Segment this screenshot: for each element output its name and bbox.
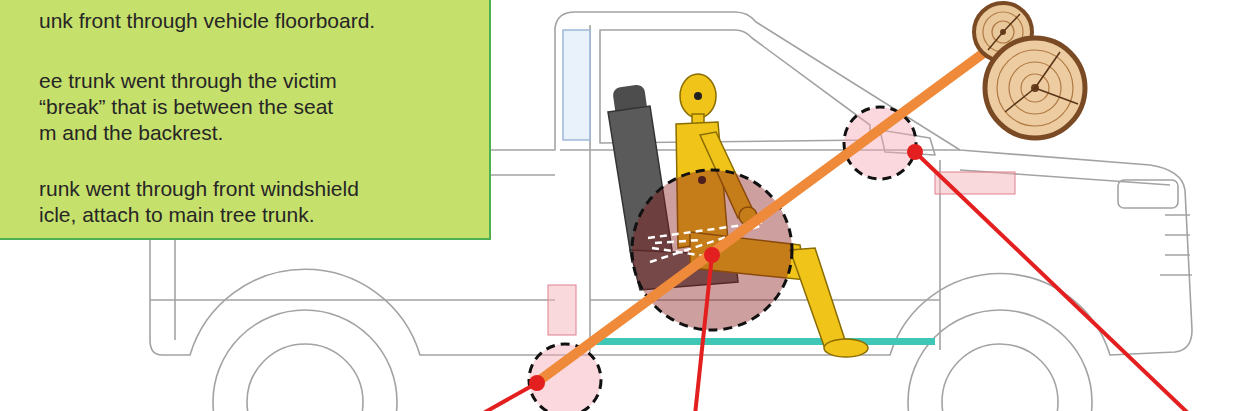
dummy-marker — [694, 92, 702, 100]
disc-face — [985, 38, 1085, 138]
leader-dot — [704, 247, 720, 263]
leader-dot — [529, 375, 545, 391]
dummy-foot — [824, 339, 868, 357]
leader-lines — [480, 152, 1190, 411]
note-text: ee trunk went through the victim “break”… — [39, 68, 347, 146]
impact-zone-seat — [632, 170, 792, 330]
leader-dots — [529, 144, 923, 391]
dummy-lower-leg — [790, 248, 845, 346]
dummy-head — [680, 74, 716, 118]
disc-crack — [1005, 52, 1078, 112]
rear-wheel — [213, 310, 397, 411]
rear-hub — [247, 344, 363, 411]
leader-line — [695, 255, 712, 411]
cab-mark — [548, 285, 576, 335]
grille — [1160, 215, 1192, 275]
front-hub — [942, 344, 1058, 411]
front-wheel — [908, 310, 1092, 411]
leader-line — [480, 383, 537, 411]
leader-dot — [907, 144, 923, 160]
note-text: runk went through front windshield icle,… — [39, 176, 369, 228]
leader-line — [915, 152, 1190, 411]
note-text: unk front through vehicle floorboard. — [39, 8, 479, 34]
impact-zone-floor — [529, 344, 601, 411]
wood-disc — [985, 38, 1085, 138]
note-box: unk front through vehicle floorboard. ee … — [0, 0, 491, 240]
tree-trunk-path — [540, 52, 985, 380]
side-skirt — [590, 338, 935, 345]
rear-cab-window — [563, 30, 590, 140]
door-lines — [560, 25, 960, 352]
